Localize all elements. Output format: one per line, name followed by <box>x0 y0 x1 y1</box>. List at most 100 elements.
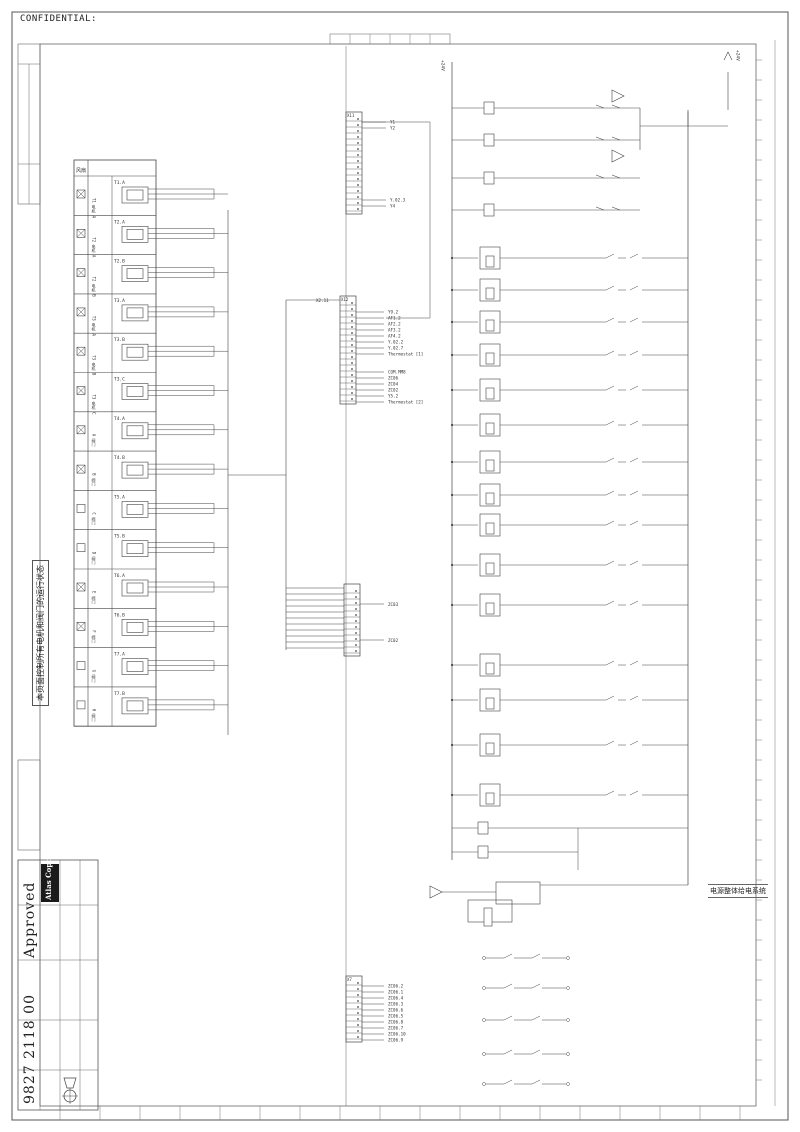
relay-coil <box>121 618 149 636</box>
module-tag: T3.B <box>114 337 125 343</box>
ladder-rung <box>450 783 688 807</box>
module-status-checkbox[interactable] <box>76 307 86 317</box>
module-status-checkbox[interactable] <box>76 621 86 631</box>
module-label: T3 电机 A <box>92 316 97 337</box>
signal-label: ZC06.5 <box>388 1014 404 1019</box>
relay-coil <box>121 697 149 715</box>
signal-label: Y2 <box>390 126 396 131</box>
confidential-label: CONFIDENTIAL: <box>20 14 97 24</box>
outer-frame <box>11 11 789 1121</box>
module-tag: T4.A <box>114 416 125 422</box>
bottom-grid-ruler <box>59 1106 741 1120</box>
module-row: T2 电机 BT2.B <box>74 254 228 298</box>
module-status-checkbox[interactable] <box>76 425 86 435</box>
module-tag: T5.B <box>114 534 125 540</box>
signal-label: AF1.2 <box>388 316 401 321</box>
company-name: Atlas Copco <box>44 853 53 900</box>
document-number: 9827 2118 00 <box>22 994 38 1104</box>
controller-box <box>495 881 541 905</box>
module-status-checkbox[interactable] <box>76 464 86 474</box>
remark-box <box>17 759 41 851</box>
relay-coil <box>121 343 149 361</box>
title-block <box>17 859 99 1111</box>
module-status-checkbox[interactable] <box>76 661 86 670</box>
module-label: D 阀门 <box>92 552 97 565</box>
relay-coil <box>121 579 149 597</box>
contact-row <box>482 1015 570 1022</box>
signal-label: Y4 <box>390 204 396 209</box>
signal-label: ZC03 <box>388 602 399 607</box>
module-status-checkbox[interactable] <box>76 700 86 710</box>
relay-coil <box>121 540 149 558</box>
signal-label: AF4.2 <box>388 334 401 339</box>
signal-label: ZC06.10 <box>388 1032 406 1037</box>
relay-ladder: +24V+24V <box>429 50 741 1086</box>
signal-label: ZC02 <box>388 388 399 393</box>
module-tag: T6.A <box>114 573 125 579</box>
module-tag: T3.C <box>114 377 125 383</box>
signal-label: Thermostat [2] <box>388 400 423 405</box>
module-status-checkbox[interactable] <box>76 386 86 395</box>
signal-label: ZC02 <box>388 638 399 643</box>
amplifier-icon <box>611 149 625 163</box>
module-status-checkbox[interactable] <box>76 229 86 238</box>
module-tag: T7.A <box>114 652 125 658</box>
module-status-checkbox[interactable] <box>76 582 86 592</box>
module-row: T3 电机 AT3.A <box>74 293 228 337</box>
module-status-checkbox[interactable] <box>76 268 86 277</box>
relay-coil <box>121 226 149 243</box>
relay-coil <box>121 383 149 400</box>
ladder-rung <box>450 593 688 617</box>
module-label: E 阀门 <box>92 591 97 604</box>
ladder-rung <box>452 101 640 115</box>
module-status-checkbox[interactable] <box>76 504 86 513</box>
ladder-rung <box>450 278 688 302</box>
relay-coil <box>121 422 149 440</box>
relay-coil <box>121 265 149 282</box>
module-status-checkbox[interactable] <box>76 346 86 356</box>
module-label: H 阀门 <box>92 709 97 722</box>
module-status-checkbox[interactable] <box>76 189 86 199</box>
signal-label: Y5.2 <box>388 394 399 399</box>
supply-label: +24V <box>440 60 446 71</box>
module-label: T3 电机 C <box>92 395 97 416</box>
module-row: T1 电机 AT1.A <box>74 176 228 219</box>
ladder-rung <box>450 413 688 437</box>
signal-label: COM.MM8 <box>388 370 406 375</box>
module-tag: T4.B <box>114 455 125 461</box>
connector-block: X7ZC06.2ZC06.1ZC06.4ZC06.3ZC06.6ZC06.5ZC… <box>345 975 406 1043</box>
ladder-rung <box>450 450 688 474</box>
signal-label: ZC06.3 <box>388 1002 404 1007</box>
ladder-caption: 电源整体给电系统 <box>708 884 768 898</box>
module-row: T3 电机 C T3.C <box>74 372 228 416</box>
signal-label: ZC06.2 <box>388 984 404 989</box>
module-row: T2 电机 AT2.A <box>74 215 228 258</box>
ladder-rung <box>450 653 688 677</box>
approval-stamp: Approved <box>22 881 38 958</box>
module-status-checkbox[interactable] <box>76 543 86 553</box>
inner-frame <box>39 43 757 1107</box>
signal-label: ZC06.6 <box>388 1008 404 1013</box>
company-logo-box <box>41 864 59 902</box>
module-tag: T7.B <box>114 691 125 697</box>
signal-label: ZC06.7 <box>388 1026 404 1031</box>
relay-coil <box>121 658 149 675</box>
ladder-rung <box>450 733 688 757</box>
signal-label: ZC06.9 <box>388 1038 404 1043</box>
ladder-rung <box>450 483 688 507</box>
central-bus <box>227 46 347 1106</box>
signal-label: AF3.2 <box>388 328 401 333</box>
signal-label: Y.02.2 <box>388 340 404 345</box>
module-label: T2 电机 B <box>92 277 97 298</box>
ladder-rung <box>452 203 640 217</box>
relay-coil <box>121 501 149 518</box>
relay-coil <box>121 461 149 479</box>
module-label: T3 电机 B <box>92 355 97 376</box>
